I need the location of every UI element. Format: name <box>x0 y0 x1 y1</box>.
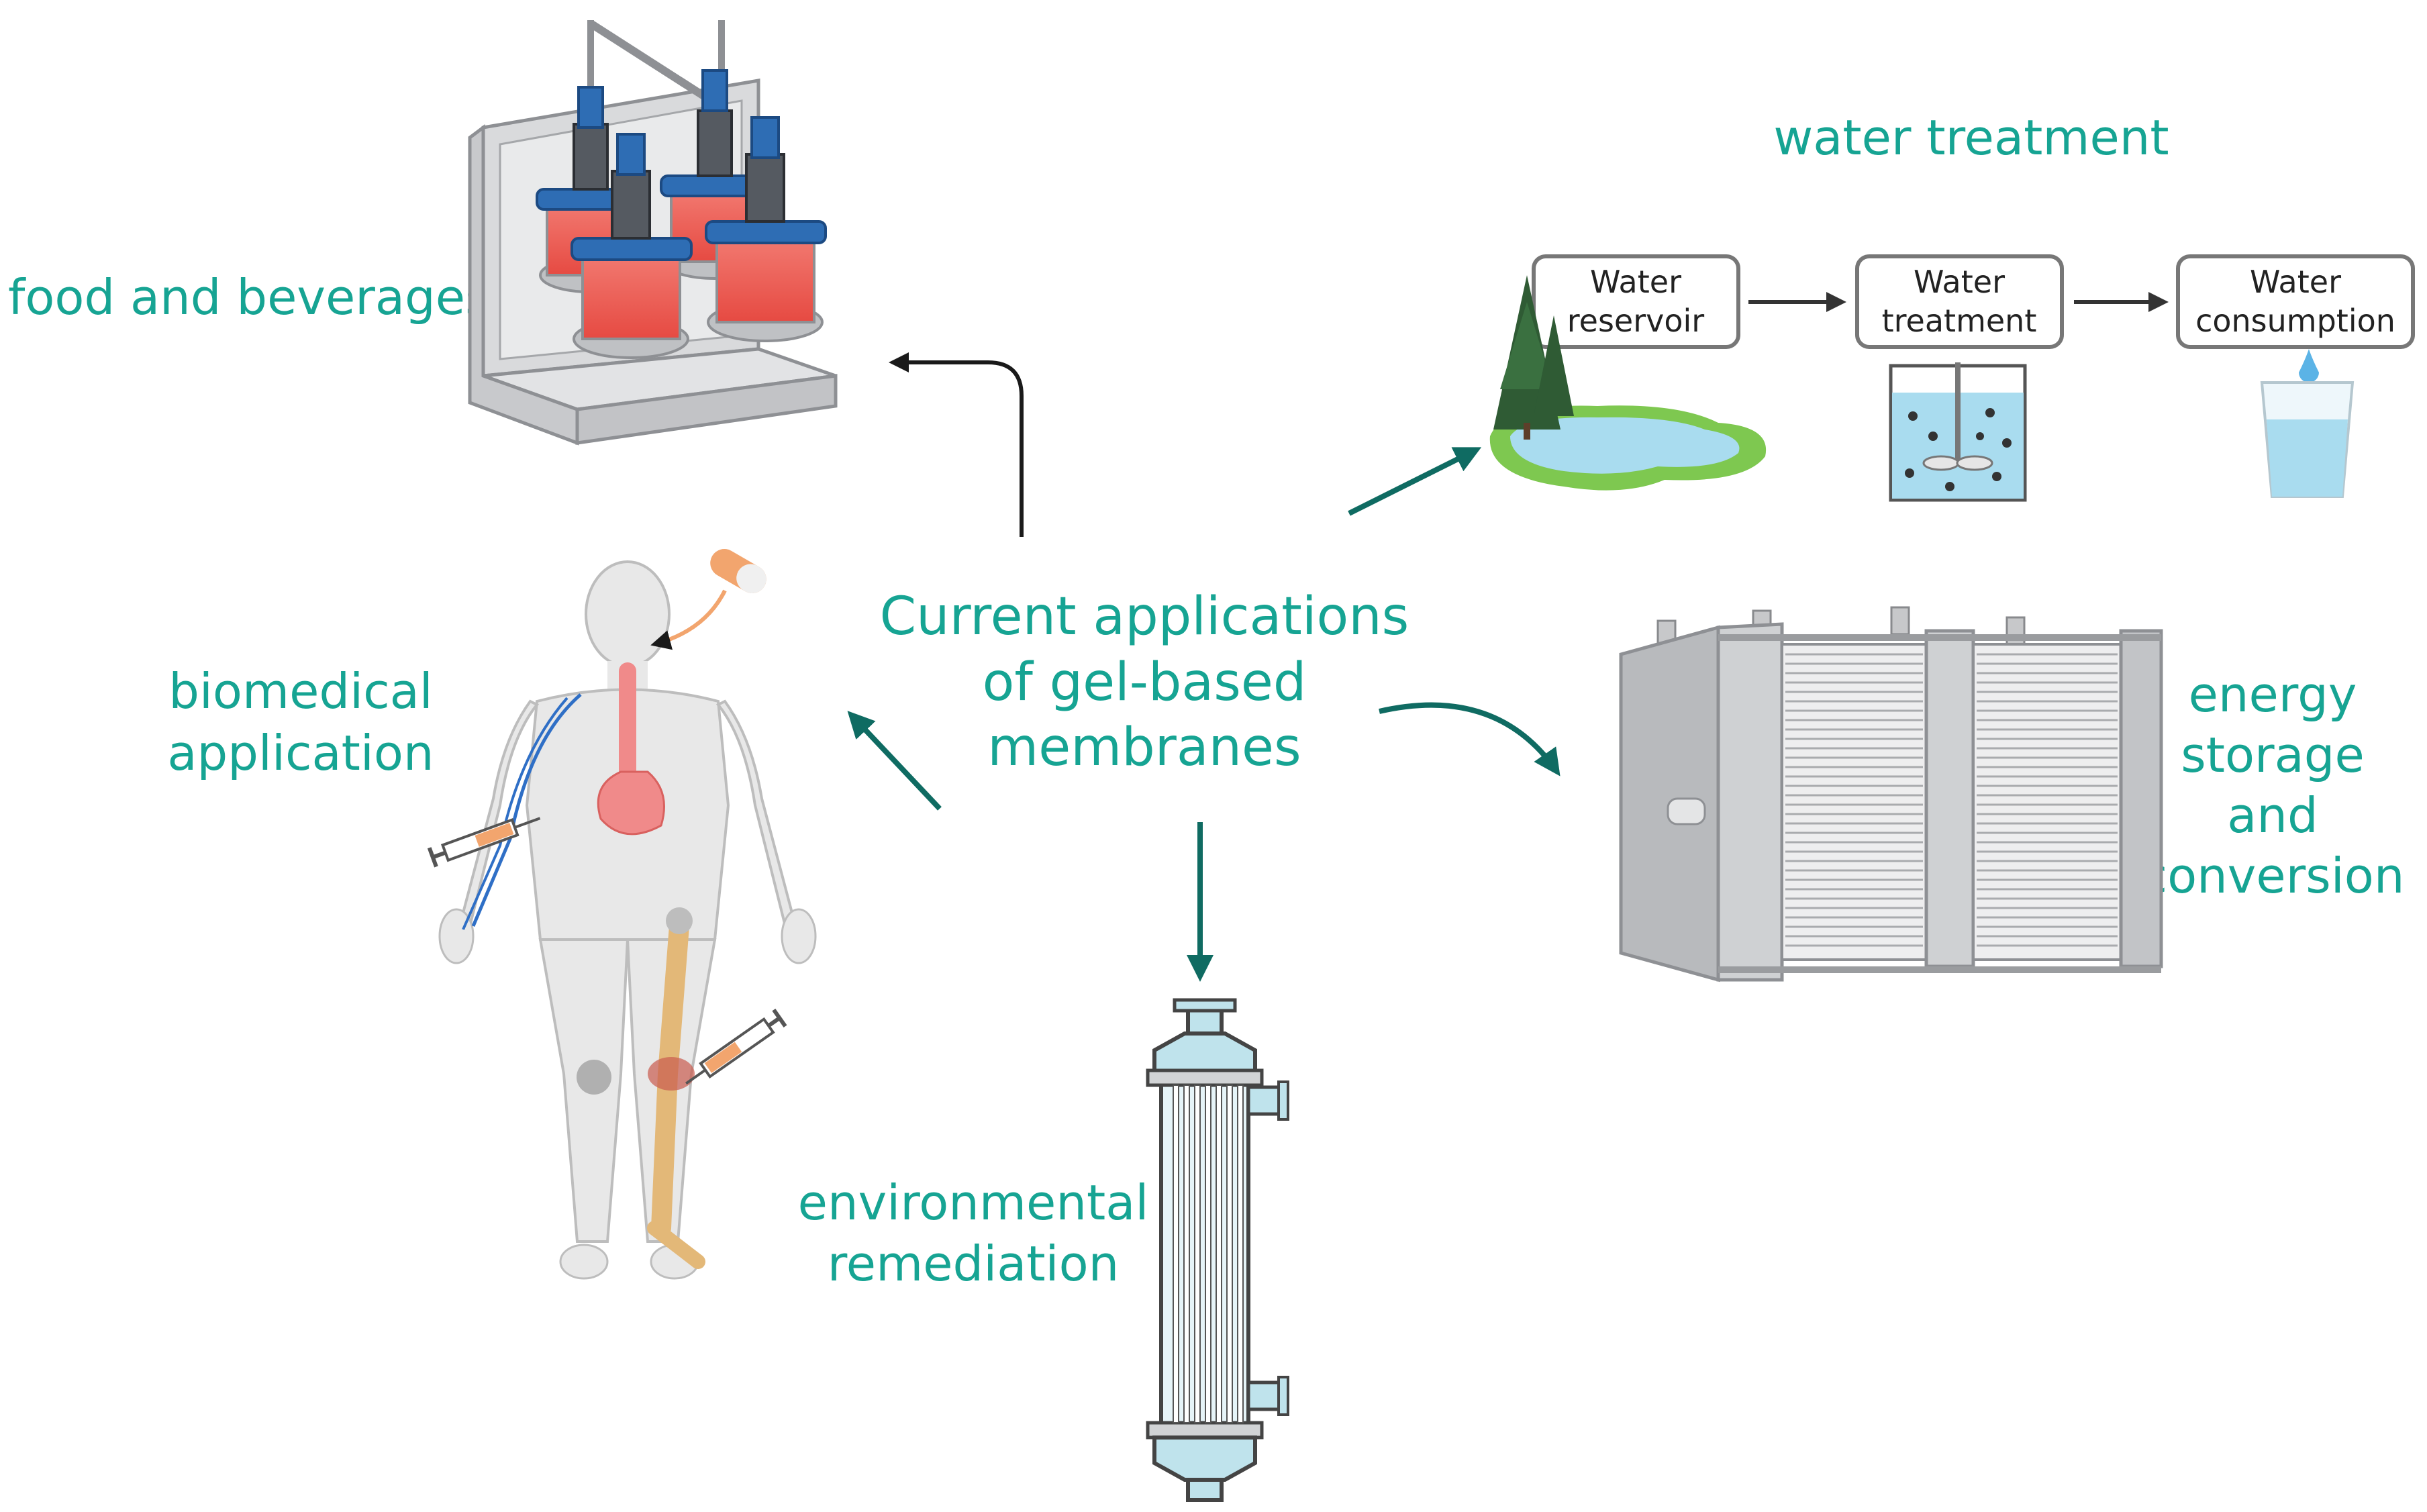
label-energy-line-3: and <box>2227 787 2318 844</box>
label-energy-line-4: conversion <box>2141 848 2405 904</box>
water-step-consumption-line-2: consumption <box>2195 303 2395 339</box>
arrow-to-food <box>889 352 1024 537</box>
capsule-arrow <box>650 589 727 650</box>
label-water-treatment: water treatment <box>1773 109 2169 166</box>
electrolyzer-stack-icon <box>1619 606 2163 982</box>
exchanger-tube <box>1237 1085 1244 1423</box>
label-environmental-line-1: environmental <box>798 1174 1149 1231</box>
water-step-consumption: Water consumption <box>2176 254 2415 349</box>
water-step-reservoir-line-2: reservoir <box>1567 303 1705 339</box>
exchanger-tube <box>1216 1085 1222 1423</box>
human-body-icon <box>438 560 817 1280</box>
label-biomedical-line-2: application <box>167 725 434 781</box>
syringe-knee-icon <box>685 1008 787 1085</box>
electrolyzer-fins-right <box>1977 653 2118 947</box>
label-biomedical-application: biomedical application <box>167 663 434 781</box>
arrow-to-biomedical <box>847 711 942 811</box>
pond-with-trees-icon <box>1489 275 1767 491</box>
flow-arrows <box>847 352 1561 982</box>
label-environmental-remediation: environmental remediation <box>798 1174 1149 1292</box>
water-step-reservoir: Water reservoir <box>1532 254 1740 349</box>
water-treatment-process: Water reservoir Water treatment Water co… <box>1489 254 2415 502</box>
center-title: Current applications of gel-based membra… <box>880 587 1409 778</box>
syringe-icon <box>427 817 541 868</box>
capsule-icon <box>650 549 766 650</box>
exchanger-tube <box>1226 1085 1233 1423</box>
center-title-line-1: Current applications <box>880 587 1409 647</box>
exchanger-tubes <box>1173 1085 1244 1423</box>
exchanger-tube <box>1173 1085 1179 1423</box>
label-energy-line-2: storage <box>2181 727 2365 783</box>
water-step-treatment-line-2: treatment <box>1882 303 2037 339</box>
label-biomedical-line-1: biomedical <box>168 663 433 719</box>
water-glass-icon <box>2260 349 2355 498</box>
bioreactor-vessel-front-left <box>571 133 693 359</box>
label-energy-storage: energy storage and conversion <box>2141 666 2405 904</box>
tube-heat-exchanger-icon <box>1146 998 1289 1502</box>
label-energy-line-1: energy <box>2189 666 2357 723</box>
water-step-consumption-line-1: Water <box>2250 264 2341 300</box>
water-step-treatment-line-1: Water <box>1914 264 2005 300</box>
electrolyzer-fins-left <box>1785 653 1923 947</box>
bioreactor-icon <box>468 19 838 446</box>
exchanger-tube <box>1183 1085 1190 1423</box>
stirred-tank-icon <box>1889 362 2027 502</box>
exchanger-tube <box>1194 1085 1201 1423</box>
exchanger-tube <box>1205 1085 1211 1423</box>
water-step-treatment: Water treatment <box>1855 254 2064 349</box>
center-title-line-2: of gel-based <box>983 652 1307 713</box>
water-step-reservoir-line-1: Water <box>1590 264 1681 300</box>
bioreactor-vessel-front-right <box>705 116 827 342</box>
arrow-to-water <box>1348 447 1482 516</box>
label-environmental-line-2: remediation <box>828 1236 1120 1292</box>
arrow-to-energy <box>1379 702 1561 776</box>
center-title-line-3: membranes <box>987 717 1301 778</box>
label-food-and-beverages: food and beverages <box>8 269 491 325</box>
